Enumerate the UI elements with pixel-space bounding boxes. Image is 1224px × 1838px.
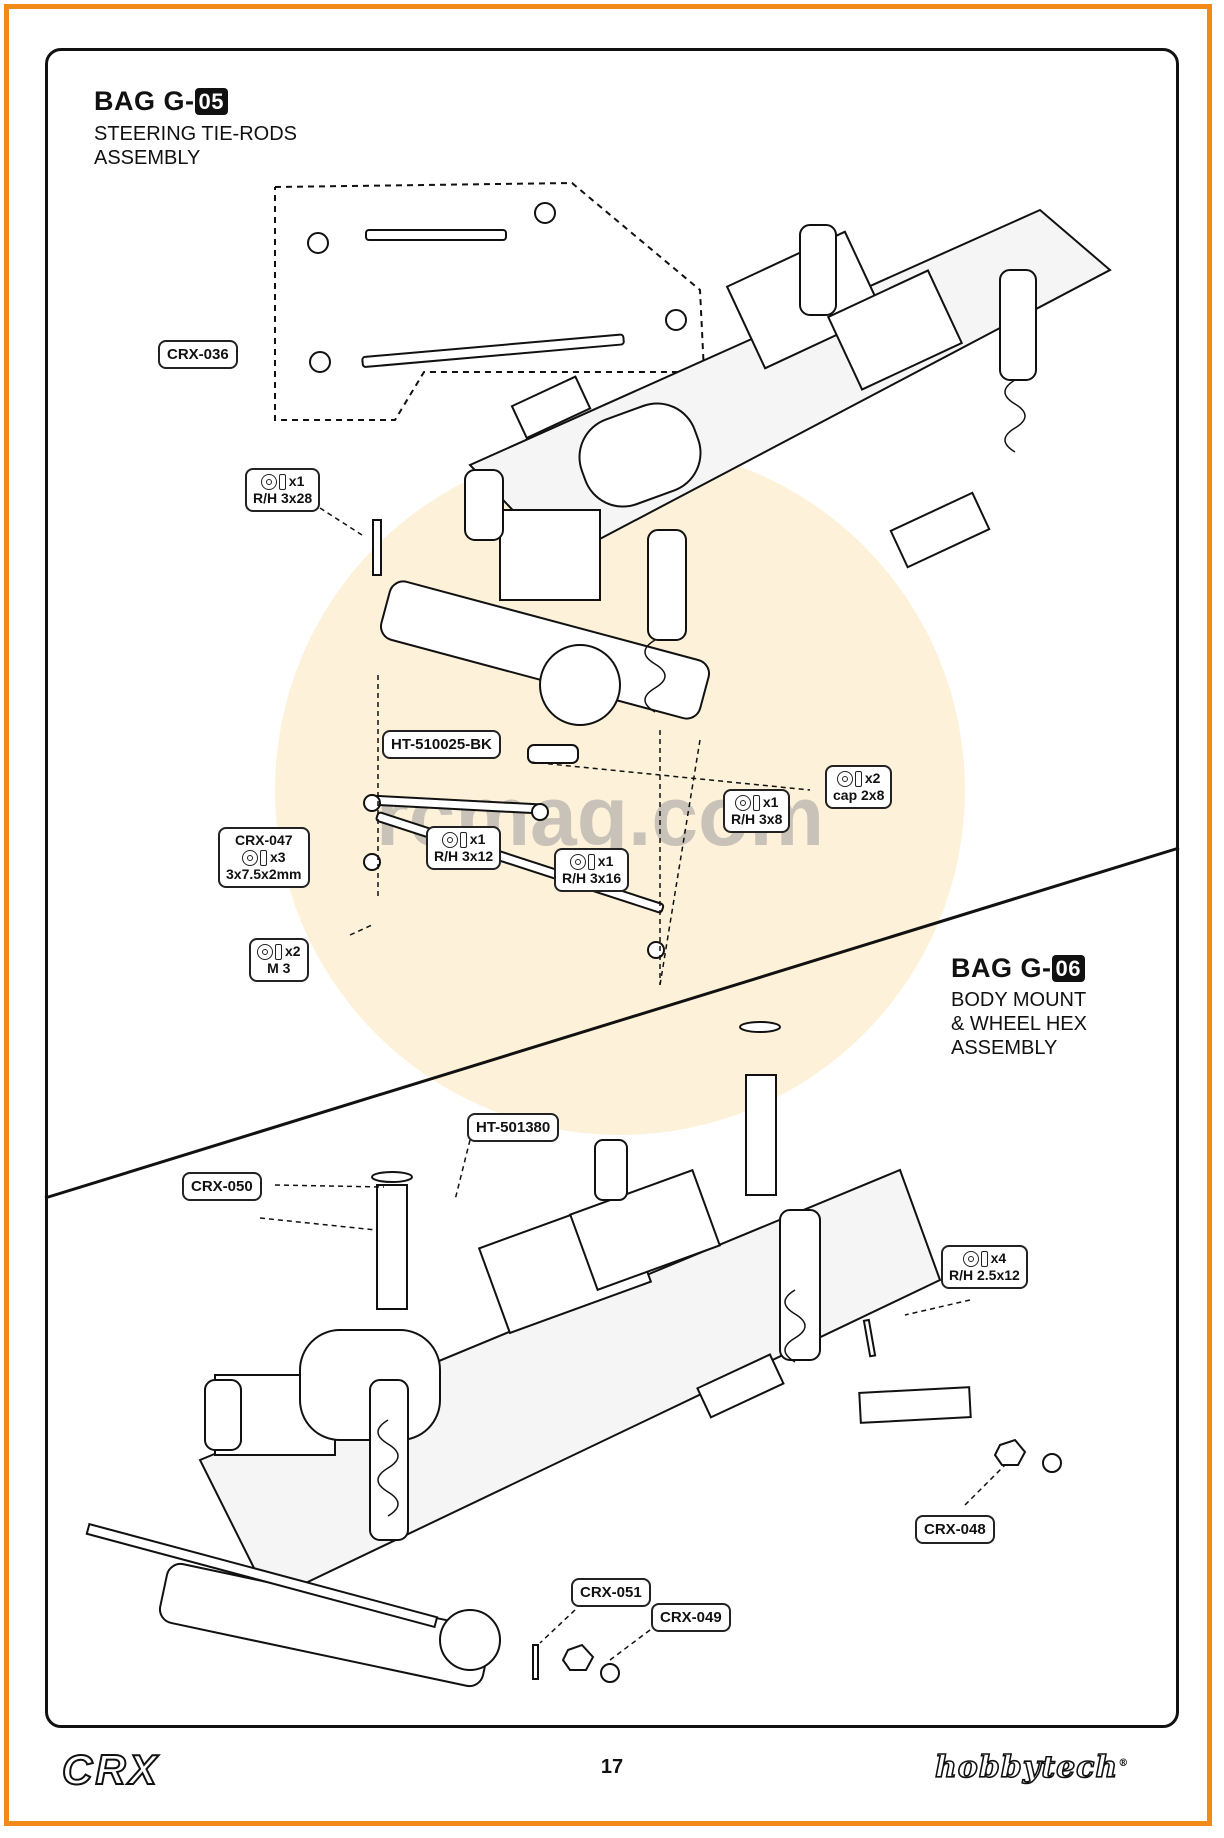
section-divider bbox=[44, 846, 1180, 1200]
bag-g06-number: 06 bbox=[1051, 955, 1085, 982]
part-label-ht510025: HT-510025-BK bbox=[382, 730, 501, 759]
part-label-crx047: CRX-047 bbox=[234, 832, 293, 848]
washer-icon bbox=[241, 850, 258, 867]
spacer-icon bbox=[259, 850, 267, 867]
qty: x2 bbox=[864, 770, 881, 786]
page-border bbox=[4, 4, 1212, 1826]
nut-side-icon bbox=[275, 944, 282, 961]
spec: M 3 bbox=[267, 960, 291, 977]
screw-icon bbox=[980, 1251, 988, 1268]
washer-icon bbox=[734, 795, 751, 812]
bag-g06-line2: & WHEEL HEX bbox=[951, 1013, 1087, 1035]
page-number: 17 bbox=[600, 1756, 624, 1778]
part-label-ht501380: HT-501380 bbox=[467, 1113, 560, 1142]
crx-logo: CRX bbox=[61, 1745, 160, 1794]
hardware-m3-nut: x2 M 3 bbox=[249, 938, 309, 983]
hardware-rh3x16: x1 R/H 3x16 bbox=[554, 848, 630, 893]
washer-icon bbox=[441, 832, 458, 849]
part-label-crx050: CRX-050 bbox=[182, 1172, 262, 1201]
screw-icon bbox=[752, 795, 760, 812]
bag-g06-line1: BODY MOUNT bbox=[951, 989, 1087, 1011]
hardware-rh3x28: x1 R/H 3x28 bbox=[245, 468, 321, 513]
washer-icon bbox=[836, 771, 853, 788]
instruction-panel bbox=[45, 48, 1179, 1728]
spec: R/H 3x16 bbox=[562, 870, 622, 887]
spec: R/H 3x8 bbox=[731, 811, 783, 828]
bag-g05-number: 05 bbox=[194, 88, 228, 115]
hobbytech-logo-text: hobbytech bbox=[934, 1749, 1119, 1786]
bag-g05-prefix: BAG G- bbox=[94, 86, 195, 116]
part-label-crx048: CRX-048 bbox=[915, 1515, 995, 1544]
qty: x2 bbox=[285, 943, 301, 959]
qty: x1 bbox=[762, 794, 779, 810]
qty: x1 bbox=[469, 831, 486, 847]
qty: x3 bbox=[269, 849, 286, 865]
bag-g06-title: BAG G-06 bbox=[951, 953, 1085, 984]
screw-icon bbox=[587, 854, 595, 871]
bag-g05-line2: ASSEMBLY bbox=[94, 147, 201, 169]
hardware-rh25x12: x4 R/H 2.5x12 bbox=[941, 1245, 1028, 1290]
washer-icon bbox=[962, 1251, 979, 1268]
hardware-rh3x8: x1 R/H 3x8 bbox=[723, 789, 791, 834]
spec: 3x7.5x2mm bbox=[226, 866, 302, 883]
part-label-crx051: CRX-051 bbox=[571, 1578, 651, 1607]
hardware-crx047-washer: CRX-047 x3 3x7.5x2mm bbox=[218, 827, 310, 889]
bag-g06-prefix: BAG G- bbox=[951, 953, 1052, 983]
spec: R/H 3x28 bbox=[253, 490, 313, 507]
spec: R/H 3x12 bbox=[434, 848, 494, 865]
washer-icon bbox=[569, 854, 586, 871]
qty: x1 bbox=[597, 853, 614, 869]
screw-icon bbox=[854, 771, 862, 788]
qty: x1 bbox=[288, 473, 305, 489]
spec: cap 2x8 bbox=[833, 787, 885, 804]
screw-icon bbox=[278, 474, 286, 491]
bag-g06-line3: ASSEMBLY bbox=[951, 1037, 1058, 1059]
nut-icon bbox=[257, 944, 273, 961]
bag-g06-subtitle: BODY MOUNT & WHEEL HEX ASSEMBLY bbox=[951, 988, 1087, 1060]
spec: R/H 2.5x12 bbox=[949, 1267, 1020, 1284]
washer-icon bbox=[260, 474, 277, 491]
part-label-crx036: CRX-036 bbox=[158, 340, 238, 369]
qty: x4 bbox=[990, 1250, 1007, 1266]
bag-g05-subtitle: STEERING TIE-RODS ASSEMBLY bbox=[94, 122, 297, 170]
hobbytech-logo: hobbytech® bbox=[934, 1749, 1130, 1786]
bag-g05-title: BAG G-05 bbox=[94, 86, 228, 117]
bag-g05-line1: STEERING TIE-RODS bbox=[94, 123, 297, 145]
hardware-rh3x12: x1 R/H 3x12 bbox=[426, 826, 502, 871]
hardware-cap2x8: x2 cap 2x8 bbox=[825, 765, 893, 810]
part-label-crx049: CRX-049 bbox=[651, 1603, 731, 1632]
screw-icon bbox=[459, 832, 467, 849]
